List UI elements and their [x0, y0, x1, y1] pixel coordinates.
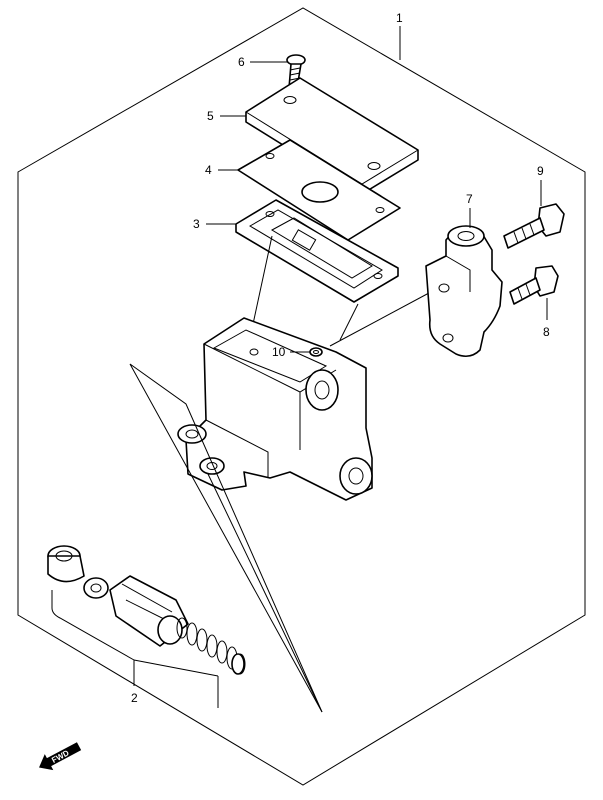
callout-6[interactable]: 6 — [238, 55, 245, 69]
callout-4[interactable]: 4 — [205, 163, 212, 177]
alignment-triangle — [129, 363, 323, 713]
alignment-line-right — [339, 303, 359, 341]
leader-2-bracket — [51, 590, 135, 686]
callout-8[interactable]: 8 — [543, 325, 550, 339]
leader-2-link — [133, 659, 219, 677]
part-diaphragm-3[interactable] — [235, 199, 399, 303]
alignment-line-clamp — [329, 285, 443, 347]
callout-3[interactable]: 3 — [193, 217, 200, 231]
part-plate-4[interactable] — [237, 139, 401, 241]
part-clamp-7[interactable] — [425, 225, 503, 358]
callout-2[interactable]: 2 — [131, 691, 138, 705]
part-screw-10[interactable] — [309, 347, 323, 357]
part-bolt-8[interactable] — [509, 265, 559, 305]
callout-1[interactable]: 1 — [396, 11, 403, 25]
part-master-cylinder-body[interactable] — [177, 317, 373, 501]
callout-5[interactable]: 5 — [207, 109, 214, 123]
alignment-line-kit — [207, 473, 323, 713]
callout-9[interactable]: 9 — [537, 164, 544, 178]
callout-10[interactable]: 10 — [272, 345, 286, 359]
callout-7[interactable]: 7 — [466, 192, 473, 206]
fwd-arrow-icon: FWD — [39, 742, 82, 771]
part-bolt-9[interactable] — [503, 203, 565, 249]
assembly-boundary — [17, 7, 586, 786]
part-piston-kit-2[interactable] — [47, 545, 246, 675]
